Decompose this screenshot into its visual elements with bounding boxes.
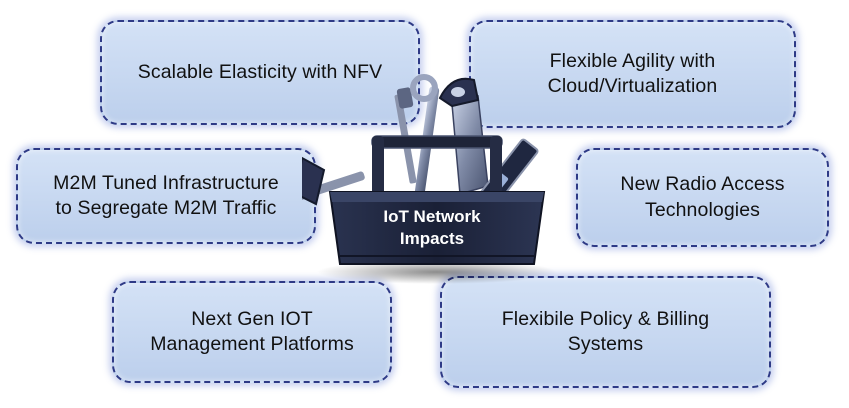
impact-box-radio: New Radio Access Technologies [576,148,829,247]
impact-box-nfv: Scalable Elasticity with NFV [100,20,420,125]
impact-box-cloud-text: Flexible Agility with Cloud/Virtualizati… [547,49,718,97]
impact-box-mgmt: Next Gen IOT Management Platforms [112,281,392,383]
impact-box-mgmt-text: Next Gen IOT Management Platforms [150,307,354,355]
impact-box-cloud: Flexible Agility with Cloud/Virtualizati… [469,20,796,128]
impact-box-billing-text: Flexibile Policy & Billing Systems [501,307,710,355]
hammer-icon [302,156,365,206]
center-label: IoT Network Impacts [383,207,481,249]
impact-box-m2m: M2M Tuned Infrastructure to Segregate M2… [16,148,316,244]
impact-box-radio-text: New Radio Access Technologies [620,173,785,221]
impact-box-billing: Flexibile Policy & Billing Systems [440,276,771,388]
impact-box-nfv-text: Scalable Elasticity with NFV [137,60,383,83]
toolbox-icon [302,74,557,284]
impact-box-m2m-text: M2M Tuned Infrastructure to Segregate M2… [53,171,279,219]
